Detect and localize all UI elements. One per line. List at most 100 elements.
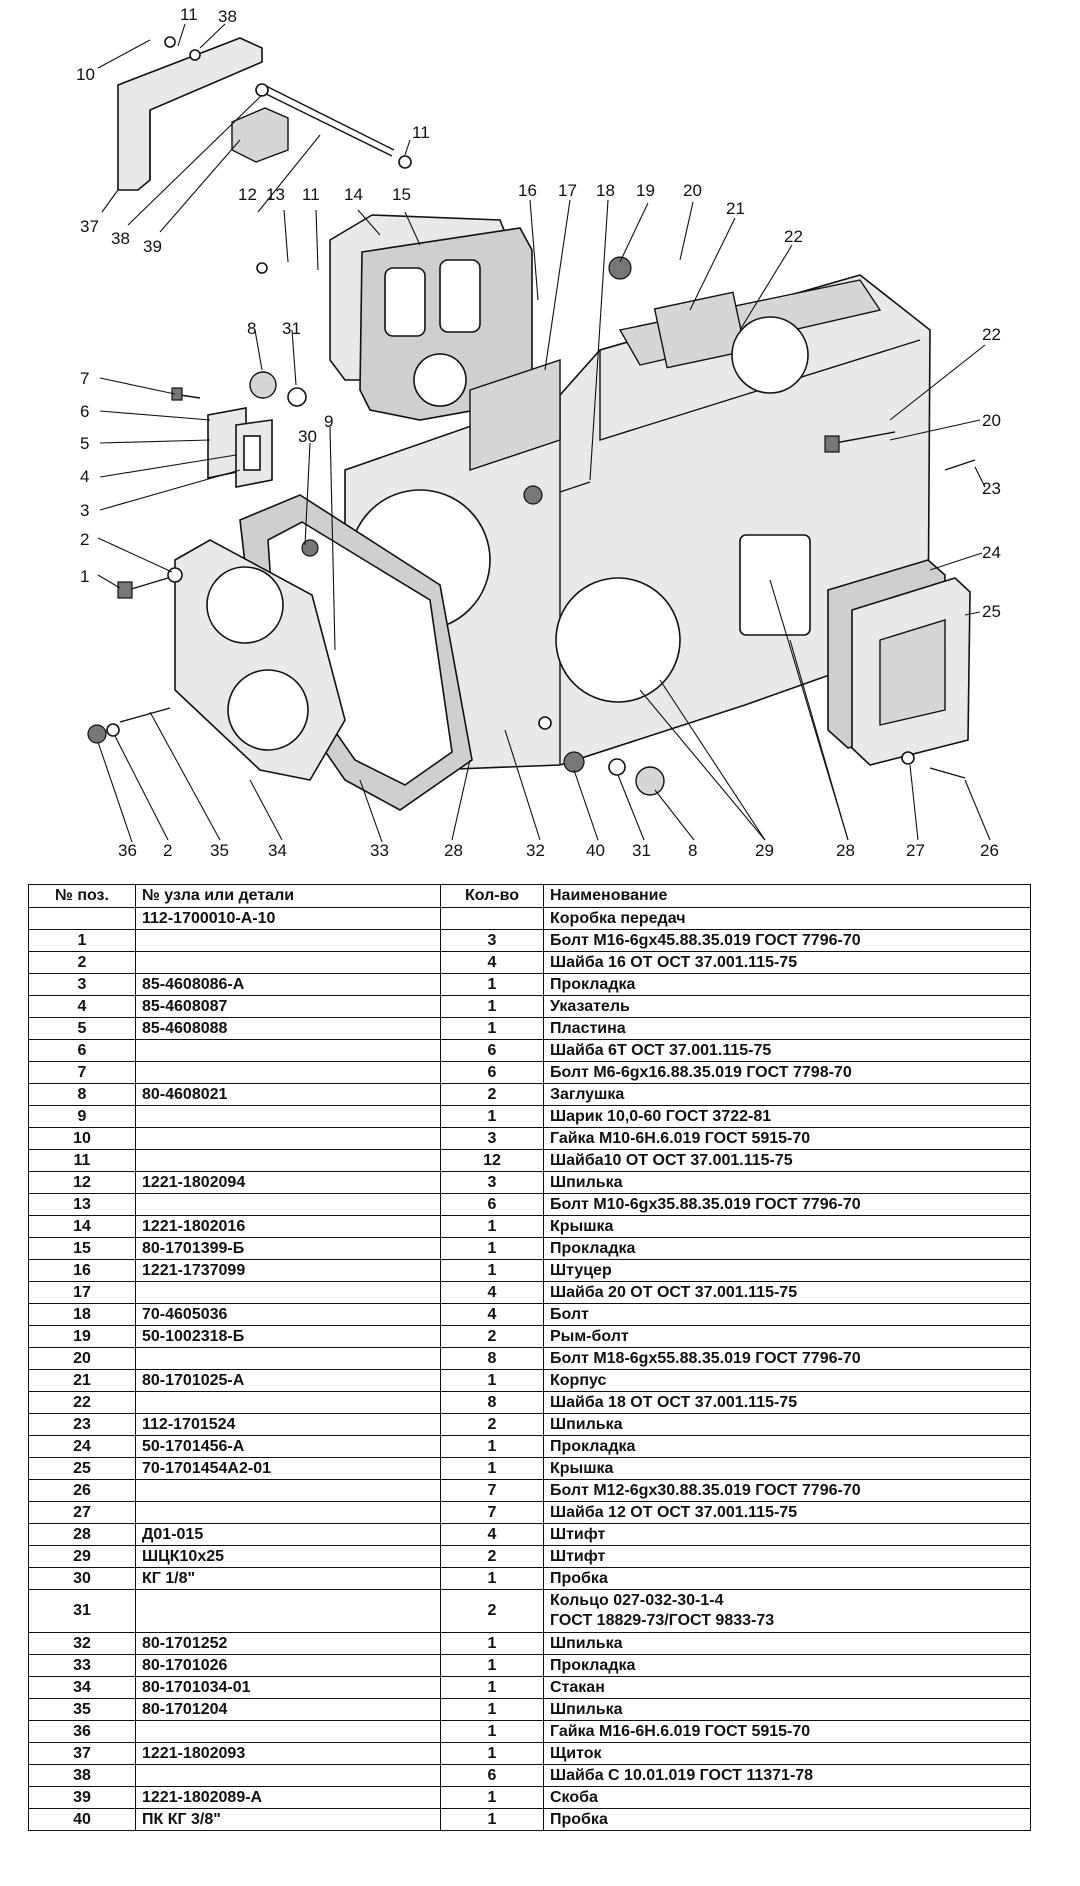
cell-part-number: 85-4608086-А [135, 973, 441, 996]
cell-quantity: 1 [440, 1567, 544, 1590]
cell-quantity: 1 [440, 1435, 544, 1458]
cell-part-number [135, 1589, 441, 1633]
callout-38: 38 [111, 229, 130, 248]
cell-position: 6 [28, 1039, 136, 1062]
cell-name: Шайба С 10.01.019 ГОСТ 11371-78 [543, 1764, 1031, 1787]
parts-table: № поз. № узла или детали Кол-во Наименов… [28, 884, 1031, 1831]
cell-position: 29 [28, 1545, 136, 1568]
callout-18: 18 [596, 181, 615, 200]
indicator-plate-parts [207, 407, 273, 488]
cell-position: 9 [28, 1105, 136, 1128]
callout-32: 32 [526, 841, 545, 860]
callout-3: 3 [80, 501, 89, 520]
cell-name: Корпус [543, 1369, 1031, 1392]
cell-quantity: 1 [440, 1017, 544, 1040]
cell-name: Болт М10-6gx35.88.35.019 ГОСТ 7796-70 [543, 1193, 1031, 1216]
callout-5: 5 [80, 434, 89, 453]
cell-part-number [135, 1039, 441, 1062]
cell-position: 26 [28, 1479, 136, 1502]
callout-26: 26 [980, 841, 999, 860]
leader-lines [97, 23, 991, 843]
cell-part-number: 50-1701456-А [135, 1435, 441, 1458]
cell-quantity: 4 [440, 1523, 544, 1546]
cell-part-number [135, 1501, 441, 1524]
callout-35: 35 [210, 841, 229, 860]
cell-name: Шарик 10,0-60 ГОСТ 3722-81 [543, 1105, 1031, 1128]
callout-34: 34 [268, 841, 287, 860]
cell-name: Щиток [543, 1742, 1031, 1765]
callout-7: 7 [80, 369, 89, 388]
cell-name-line: ГОСТ 18829-73/ГОСТ 9833-73 [550, 1612, 775, 1629]
cell-quantity: 8 [440, 1391, 544, 1414]
cell-quantity: 2 [440, 1545, 544, 1568]
cell-name-line: Кольцо 027-032-30-1-4 [550, 1592, 724, 1609]
cell-part-number [135, 951, 441, 974]
cell-part-number: 80-1701204 [135, 1698, 441, 1721]
callout-11: 11 [302, 185, 320, 204]
cell-quantity: 6 [440, 1039, 544, 1062]
cell-quantity: 1 [440, 973, 544, 996]
cell-quantity: 4 [440, 1281, 544, 1304]
cell-quantity: 7 [440, 1479, 544, 1502]
cell-part-number: 85-4608087 [135, 995, 441, 1018]
cell-part-number: ПК КГ 3/8" [135, 1808, 441, 1831]
cell-quantity: 1 [440, 1259, 544, 1282]
cell-quantity: 1 [440, 1215, 544, 1238]
cell-part-number: 80-1701025-А [135, 1369, 441, 1392]
cell-position: 12 [28, 1171, 136, 1194]
cell-position: 27 [28, 1501, 136, 1524]
cell-name: Штифт [543, 1523, 1031, 1546]
cell-quantity: 1 [440, 1632, 544, 1655]
table-header-row: № поз. № узла или детали Кол-во Наименов… [28, 884, 1031, 908]
callout-31: 31 [282, 319, 301, 338]
cell-part-number [135, 1391, 441, 1414]
cell-part-number: 1221-1802094 [135, 1171, 441, 1194]
cell-quantity: 2 [440, 1413, 544, 1436]
cell-position: 16 [28, 1259, 136, 1282]
callout-11: 11 [180, 5, 198, 24]
callout-24: 24 [982, 543, 1001, 562]
cell-position: 23 [28, 1413, 136, 1436]
cell-quantity: 1 [440, 1105, 544, 1128]
side-cover-part [827, 559, 971, 766]
cell-part-number: 50-1002318-Б [135, 1325, 441, 1348]
header-name: Наименование [543, 884, 1031, 908]
cell-quantity: 7 [440, 1501, 544, 1524]
cell-part-number: Д01-015 [135, 1523, 441, 1546]
cell-name: Прокладка [543, 973, 1031, 996]
cell-quantity: 4 [440, 951, 544, 974]
callout-22: 22 [784, 227, 803, 246]
cell-quantity: 8 [440, 1347, 544, 1370]
cell-name: Шайба 6Т ОСТ 37.001.115-75 [543, 1039, 1031, 1062]
cell-position: 1 [28, 929, 136, 952]
callout-20: 20 [683, 181, 702, 200]
cell-quantity: 2 [440, 1083, 544, 1106]
cell-quantity: 1 [440, 1237, 544, 1260]
cell-position: 17 [28, 1281, 136, 1304]
callout-4: 4 [80, 467, 89, 486]
cell-name: Гайка М10-6Н.6.019 ГОСТ 5915-70 [543, 1127, 1031, 1150]
callout-25: 25 [982, 602, 1001, 621]
cell-quantity: 1 [440, 1698, 544, 1721]
cell-position: 3 [28, 973, 136, 996]
cell-name: Пробка [543, 1808, 1031, 1831]
cell-part-number: 80-1701252 [135, 1632, 441, 1655]
